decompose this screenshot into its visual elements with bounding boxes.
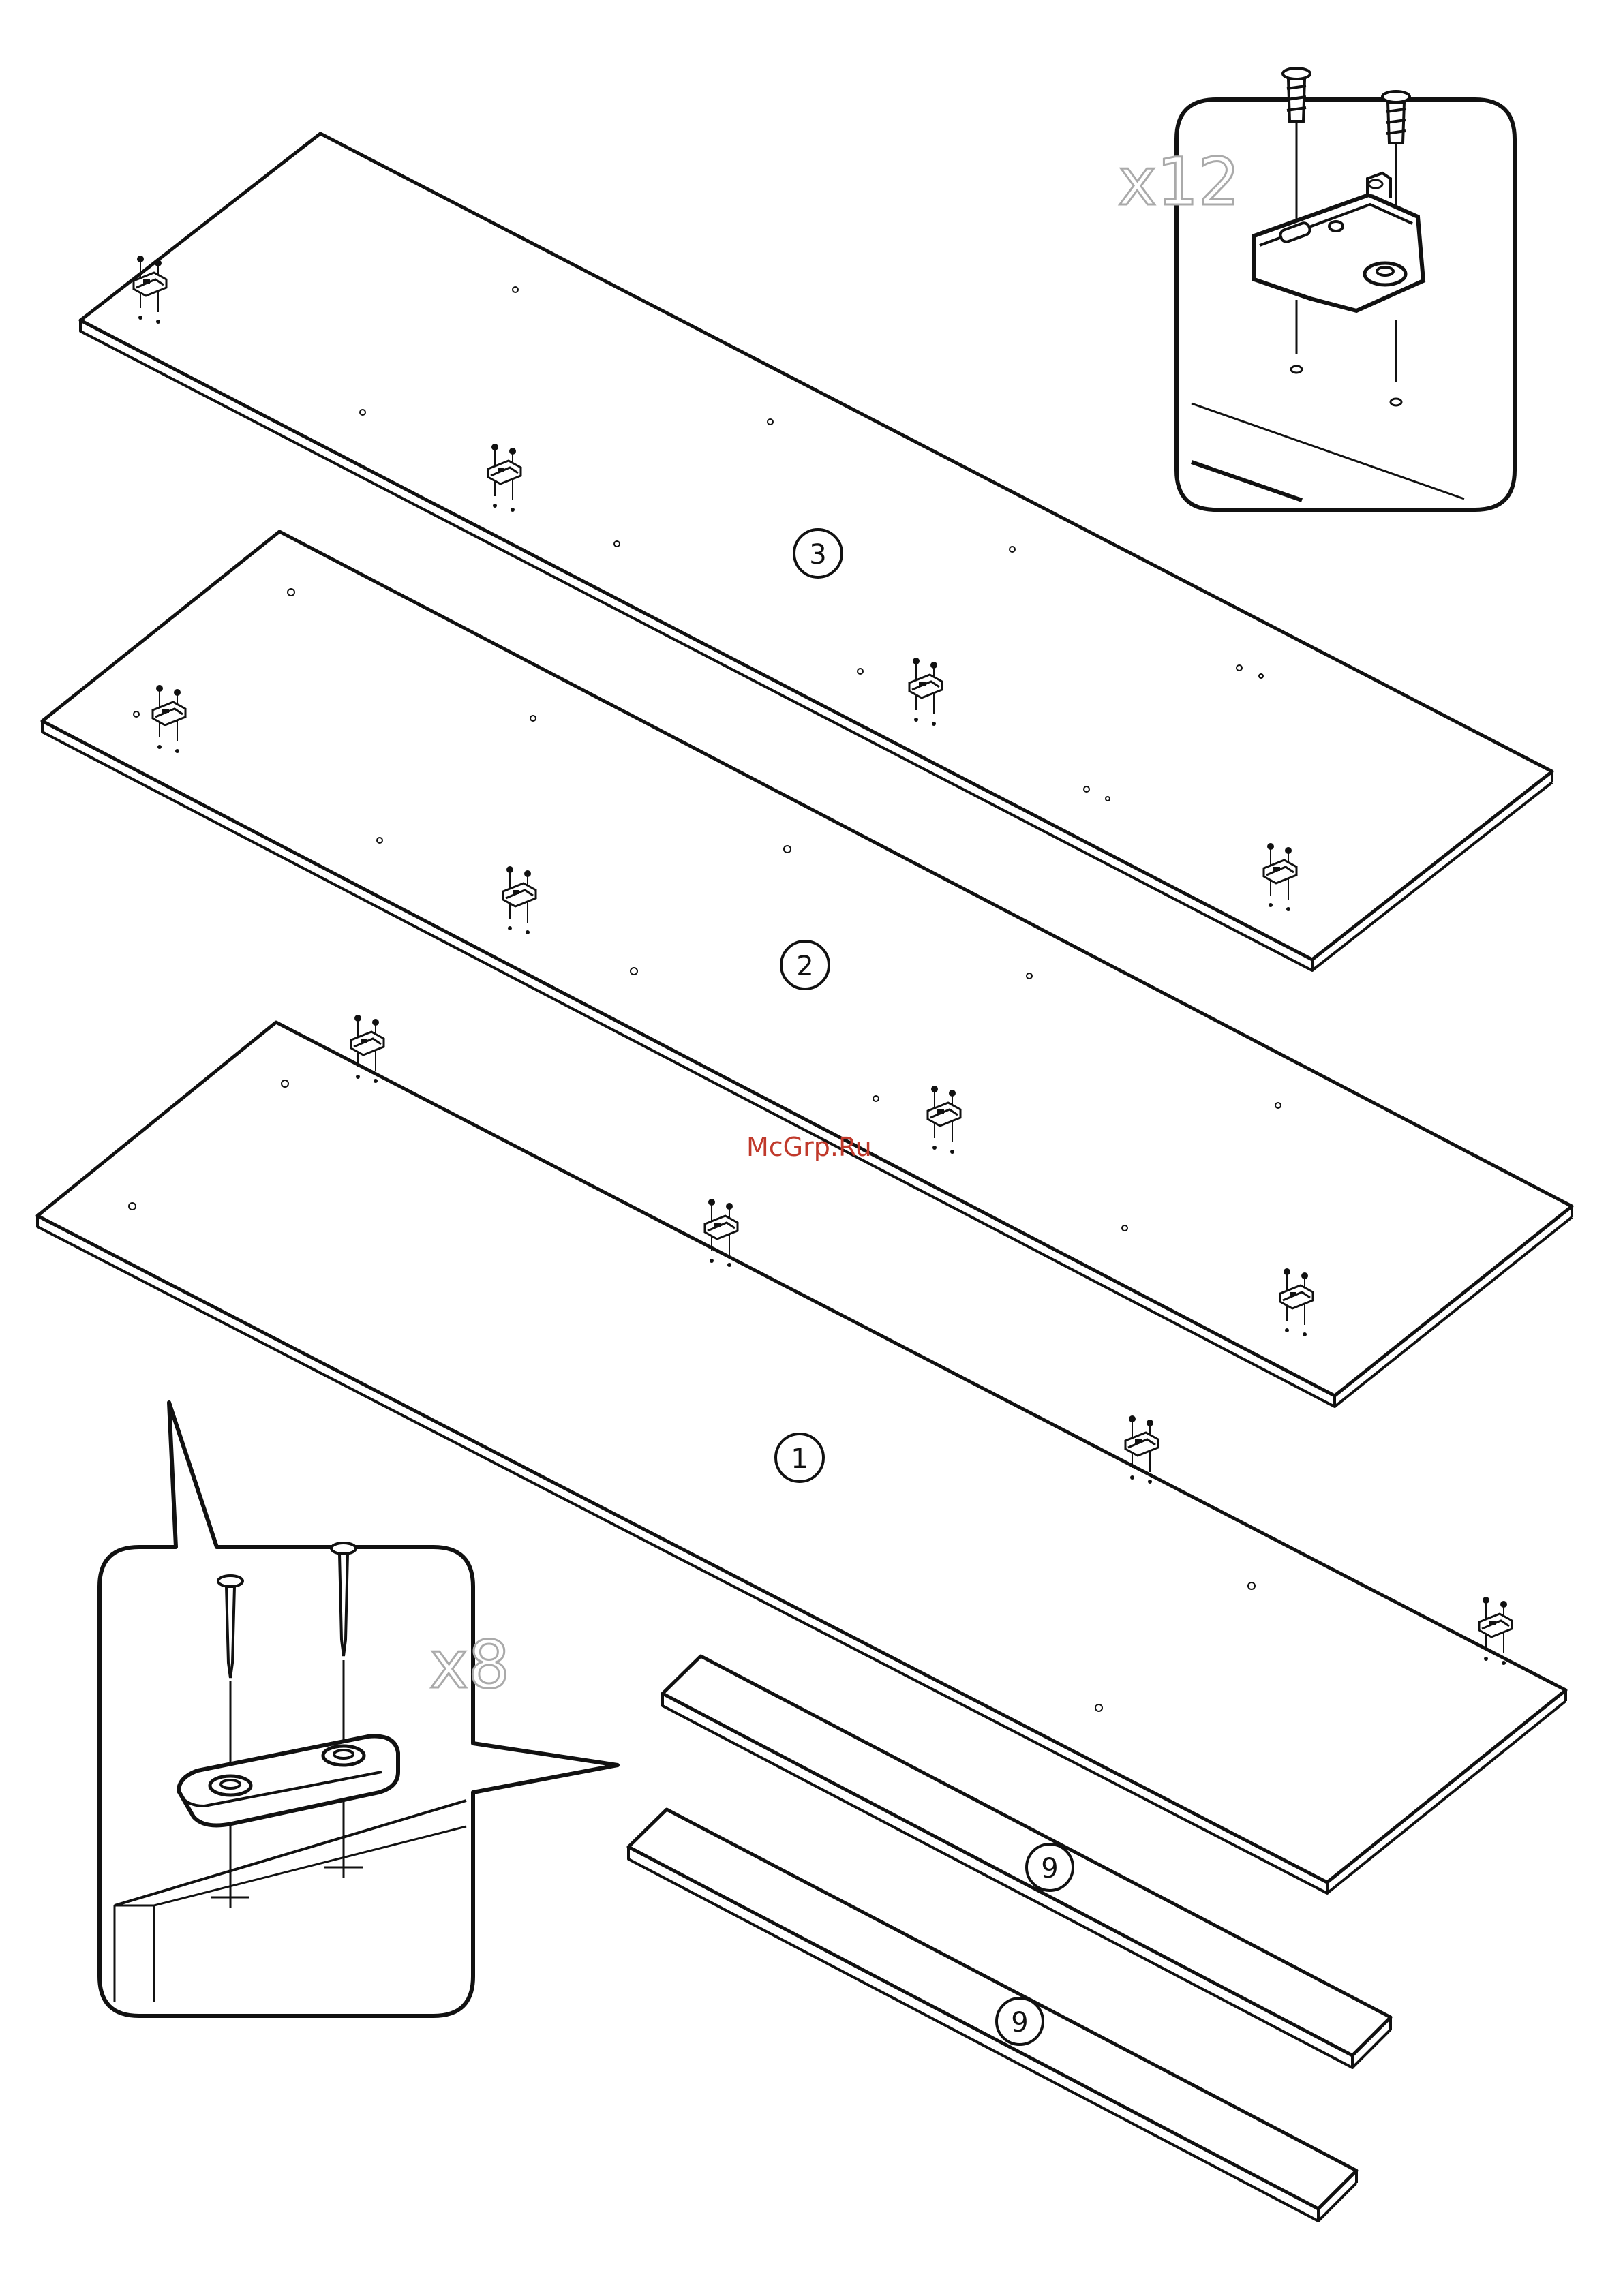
part-label-panel-3: 3	[794, 530, 842, 577]
hinge-plate-callout: x12	[1118, 68, 1515, 510]
part-label-panel-1: 1	[776, 1434, 823, 1482]
glide-quantity: x8	[429, 1627, 510, 1703]
part-label-panel-2: 2	[781, 941, 829, 989]
svg-text:3: 3	[809, 539, 826, 570]
svg-text:9: 9	[1041, 1853, 1058, 1884]
svg-text:1: 1	[791, 1443, 808, 1475]
rail-lower	[628, 1809, 1356, 2221]
watermark: McGrp.Ru	[746, 1132, 872, 1162]
hinge-plate-quantity: x12	[1118, 144, 1240, 220]
svg-text:2: 2	[796, 951, 813, 982]
svg-text:9: 9	[1011, 2007, 1028, 2038]
part-label-rail-lower: 9	[997, 1998, 1043, 2045]
part-label-rail-upper: 9	[1027, 1844, 1073, 1891]
glide-callout: x8	[100, 1403, 618, 2016]
